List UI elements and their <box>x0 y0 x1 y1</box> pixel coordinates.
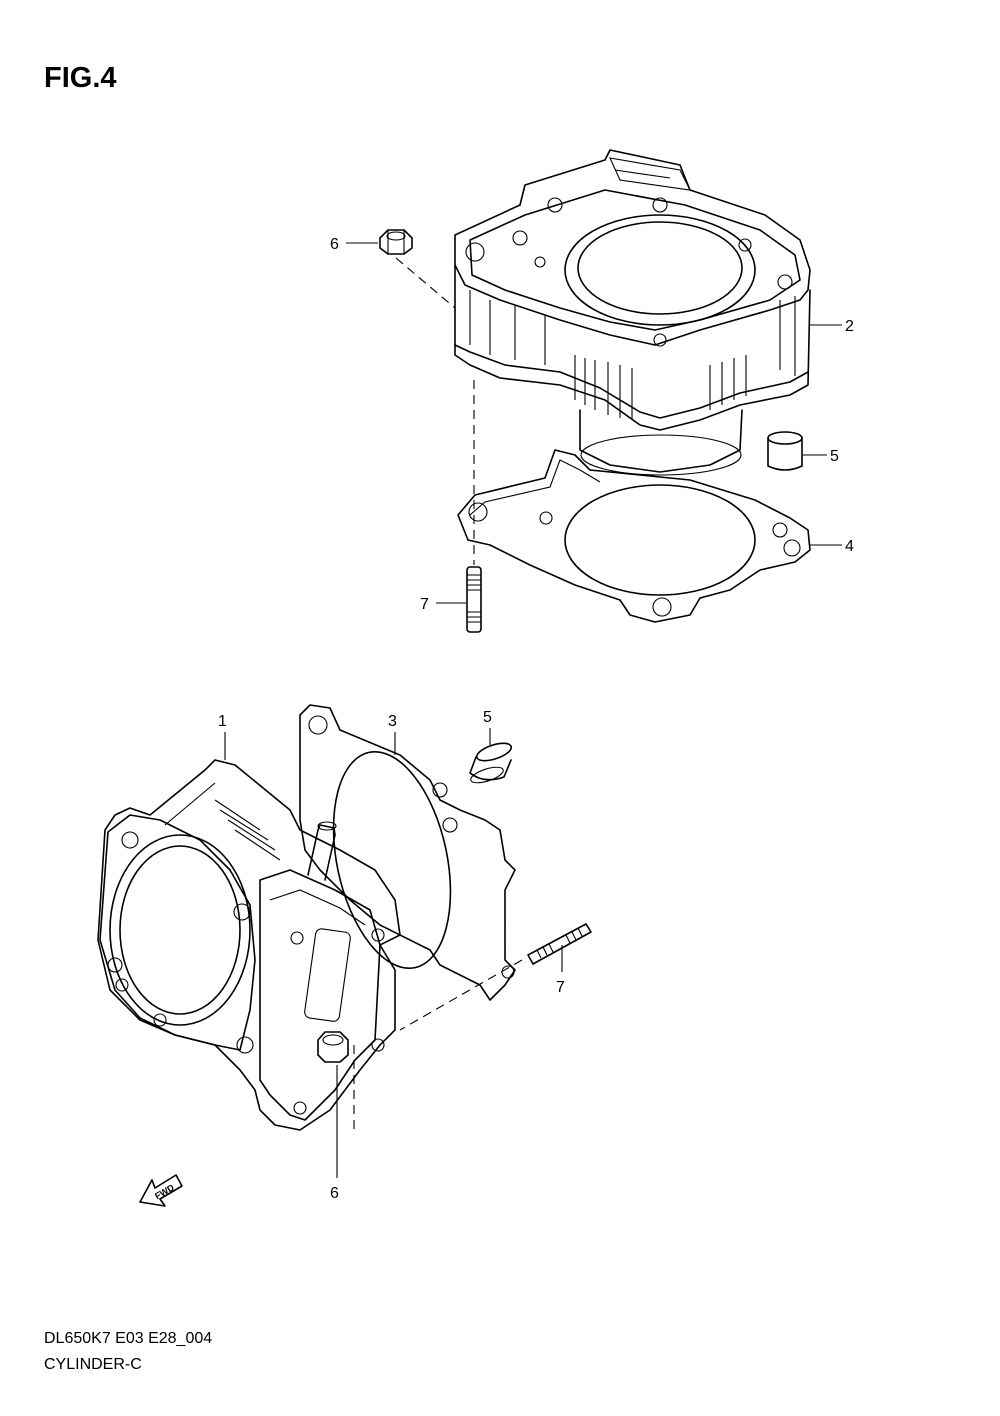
diagram-name: CYLINDER-C <box>44 1356 142 1373</box>
nut-part-6-top <box>379 229 413 255</box>
stud-bolt-part-7-top <box>466 566 482 633</box>
svg-text:7: 7 <box>556 979 565 996</box>
gasket-part-3-bottom <box>299 704 516 1001</box>
callout-6-top: 6 <box>330 236 378 253</box>
svg-text:5: 5 <box>830 448 839 465</box>
forward-arrow-icon: FWD <box>139 1174 183 1207</box>
dowel-pin-part-5-bottom <box>469 742 513 784</box>
callout-3: 3 <box>388 713 397 755</box>
cylinder-front-part-1 <box>97 759 401 1131</box>
nut-part-6-bottom <box>317 1031 349 1063</box>
svg-text:4: 4 <box>845 538 854 555</box>
leader-stud-to-gasket <box>399 959 523 1031</box>
callout-5-top: 5 <box>803 448 839 465</box>
svg-text:7: 7 <box>420 596 429 613</box>
svg-text:2: 2 <box>845 318 854 335</box>
diagram-code: DL650K7 E03 E28_004 <box>44 1330 213 1347</box>
leader-nut-to-cylinder <box>395 257 456 309</box>
callout-4: 4 <box>810 538 854 555</box>
svg-text:1: 1 <box>218 713 227 730</box>
gasket-part-4-top <box>457 449 811 623</box>
svg-text:6: 6 <box>330 236 339 253</box>
dowel-pin-part-5-top <box>767 431 803 471</box>
svg-text:3: 3 <box>388 713 397 730</box>
callout-6-bottom: 6 <box>330 1065 339 1202</box>
callout-7-top: 7 <box>420 596 466 613</box>
callout-2: 2 <box>810 318 854 335</box>
forward-arrow-label: FWD <box>153 1182 176 1201</box>
figure-title: FIG.4 <box>44 62 117 94</box>
callout-7-bottom: 7 <box>556 945 565 996</box>
callout-1: 1 <box>218 713 227 760</box>
svg-text:5: 5 <box>483 709 492 726</box>
cylinder-rear-part-2 <box>454 149 811 476</box>
svg-text:6: 6 <box>330 1185 339 1202</box>
stud-bolt-part-7-bottom <box>527 923 592 965</box>
callout-5-bottom: 5 <box>483 709 492 745</box>
